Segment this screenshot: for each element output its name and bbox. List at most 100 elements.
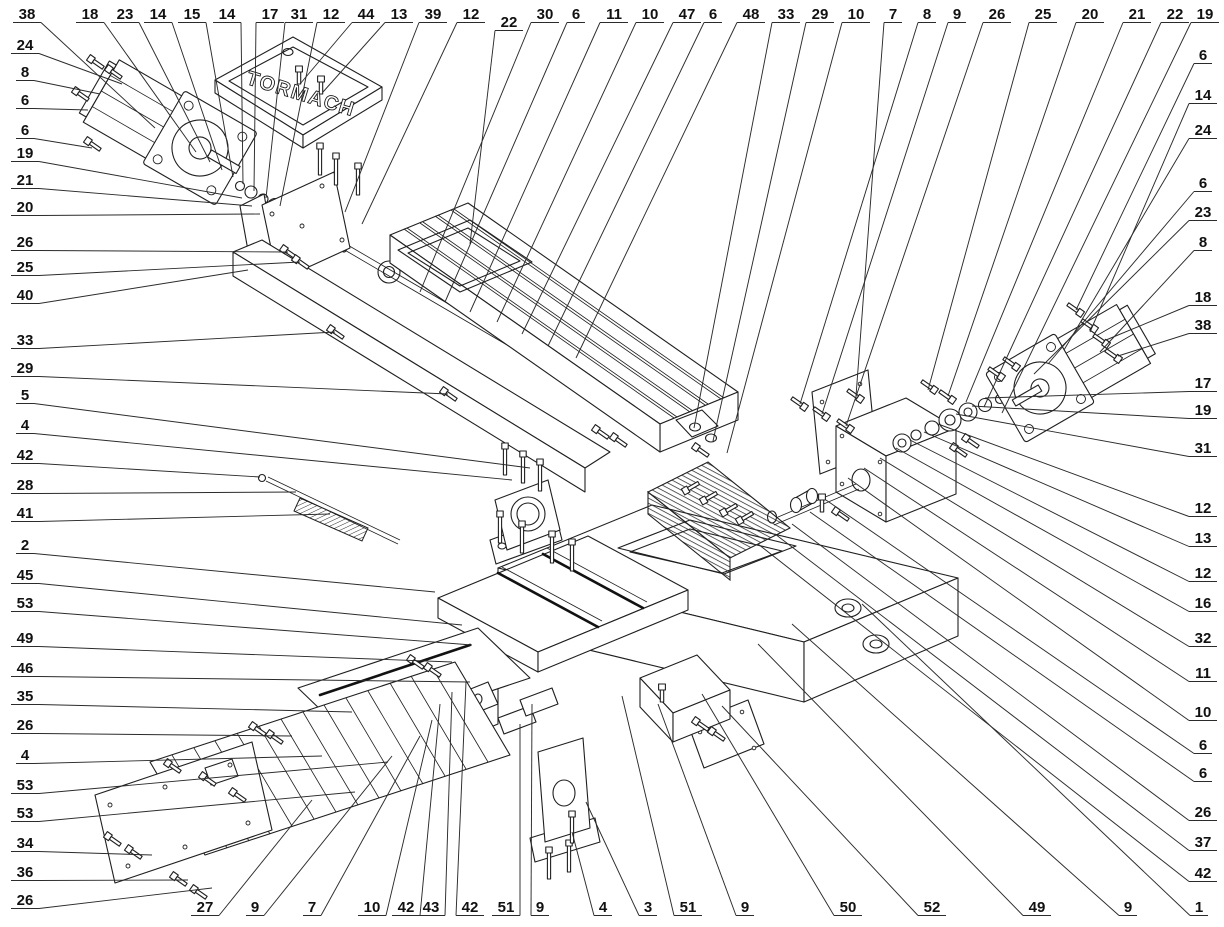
- leader-line-19: [1001, 22, 1192, 414]
- callout-number-6: 6: [21, 122, 29, 139]
- leader-line-34: [38, 851, 153, 856]
- callout-number-8: 8: [923, 6, 931, 23]
- callout-number-43: 43: [423, 899, 440, 916]
- leader-line-6: [33, 138, 93, 149]
- leader-line-22: [469, 30, 496, 245]
- leader-line-6: [1075, 63, 1195, 311]
- callout-number-19: 19: [1197, 6, 1214, 23]
- leader-line-13: [923, 431, 1190, 547]
- t-slot-table: [389, 202, 739, 453]
- callout-number-13: 13: [391, 6, 408, 23]
- callout-number-22: 22: [501, 14, 518, 31]
- callout-number-32: 32: [1195, 630, 1212, 647]
- callout-number-9: 9: [1124, 899, 1132, 916]
- leader-line-8: [799, 22, 919, 405]
- callout-number-17: 17: [1195, 375, 1212, 392]
- leader-line-10: [385, 719, 433, 916]
- callout-number-12: 12: [1195, 565, 1212, 582]
- callout-number-6: 6: [21, 92, 29, 109]
- leader-line-9: [821, 22, 949, 415]
- leader-line-42: [455, 681, 467, 916]
- callout-number-25: 25: [17, 259, 34, 276]
- mount-housing-right: [766, 369, 957, 526]
- callout-number-2: 2: [21, 537, 29, 554]
- callout-number-31: 31: [291, 6, 308, 23]
- leader-line-50: [701, 693, 835, 916]
- callout-number-3: 3: [644, 899, 652, 916]
- leader-line-5: [33, 403, 531, 469]
- leader-line-6: [825, 499, 1195, 754]
- support-post: [529, 737, 601, 863]
- leader-line-10: [847, 477, 1190, 721]
- callout-number-47: 47: [679, 6, 696, 23]
- callout-number-21: 21: [1129, 6, 1146, 23]
- leader-line-42: [757, 543, 1190, 882]
- callout-number-23: 23: [117, 6, 134, 23]
- leader-line-23: [138, 22, 211, 163]
- callout-number-27: 27: [197, 899, 214, 916]
- callout-number-53: 53: [17, 595, 34, 612]
- callout-number-10: 10: [848, 6, 865, 23]
- callout-number-26: 26: [1195, 804, 1212, 821]
- leader-line-12: [909, 439, 1190, 582]
- callout-number-23: 23: [1195, 204, 1212, 221]
- leader-line-48: [575, 22, 738, 359]
- callout-number-20: 20: [17, 199, 34, 216]
- leader-line-7: [855, 22, 885, 397]
- callout-number-13: 13: [1195, 530, 1212, 547]
- leader-line-9: [530, 703, 533, 916]
- callout-number-24: 24: [17, 37, 34, 54]
- callout-number-26: 26: [17, 892, 34, 909]
- callout-number-51: 51: [680, 899, 697, 916]
- callout-number-38: 38: [1195, 317, 1212, 334]
- leader-line-33: [693, 22, 773, 429]
- callout-number-37: 37: [1195, 834, 1212, 851]
- leader-line-26: [38, 250, 289, 253]
- leader-line-12: [279, 22, 318, 207]
- callout-number-14: 14: [219, 6, 236, 23]
- callout-number-45: 45: [17, 567, 34, 584]
- callout-number-26: 26: [989, 6, 1006, 23]
- leader-line-13: [322, 22, 386, 93]
- leader-line-15: [205, 22, 234, 178]
- leader-line-23: [1033, 220, 1190, 375]
- callout-number-49: 49: [1029, 899, 1046, 916]
- leader-line-11: [469, 22, 601, 313]
- leader-line-26: [38, 887, 213, 909]
- callout-number-51: 51: [498, 899, 515, 916]
- leader-line-17: [253, 22, 257, 192]
- callout-number-10: 10: [364, 899, 381, 916]
- leader-line-22: [983, 22, 1162, 408]
- callout-number-7: 7: [308, 899, 316, 916]
- callout-number-40: 40: [17, 287, 34, 304]
- callout-number-12: 12: [463, 6, 480, 23]
- callout-number-42: 42: [17, 447, 34, 464]
- callout-number-29: 29: [17, 360, 34, 377]
- callout-number-9: 9: [741, 899, 749, 916]
- callout-number-41: 41: [17, 505, 34, 522]
- callout-number-15: 15: [184, 6, 201, 23]
- callout-number-6: 6: [1199, 765, 1207, 782]
- callout-number-9: 9: [953, 6, 961, 23]
- bearing-mount-block: [489, 479, 563, 565]
- leader-line-3: [585, 801, 640, 916]
- callout-number-25: 25: [1035, 6, 1052, 23]
- leader-line-4: [571, 831, 595, 916]
- callout-number-14: 14: [1195, 87, 1212, 104]
- leader-line-24: [1063, 138, 1190, 351]
- leader-line-14: [171, 22, 223, 171]
- leader-line-41: [38, 513, 331, 522]
- clamp-plates: [497, 687, 559, 735]
- leader-line-6: [547, 22, 705, 347]
- leader-line-32: [879, 457, 1190, 647]
- leader-line-37: [774, 533, 1190, 851]
- leader-line-24: [38, 53, 123, 85]
- callout-number-49: 49: [17, 630, 34, 647]
- callout-number-34: 34: [17, 835, 34, 852]
- leader-line-16: [895, 447, 1190, 612]
- callout-number-9: 9: [536, 899, 544, 916]
- adjusting-rod: [257, 473, 401, 545]
- leader-line-20: [38, 213, 261, 216]
- leader-line-44: [299, 22, 353, 85]
- leader-line-12: [937, 423, 1190, 517]
